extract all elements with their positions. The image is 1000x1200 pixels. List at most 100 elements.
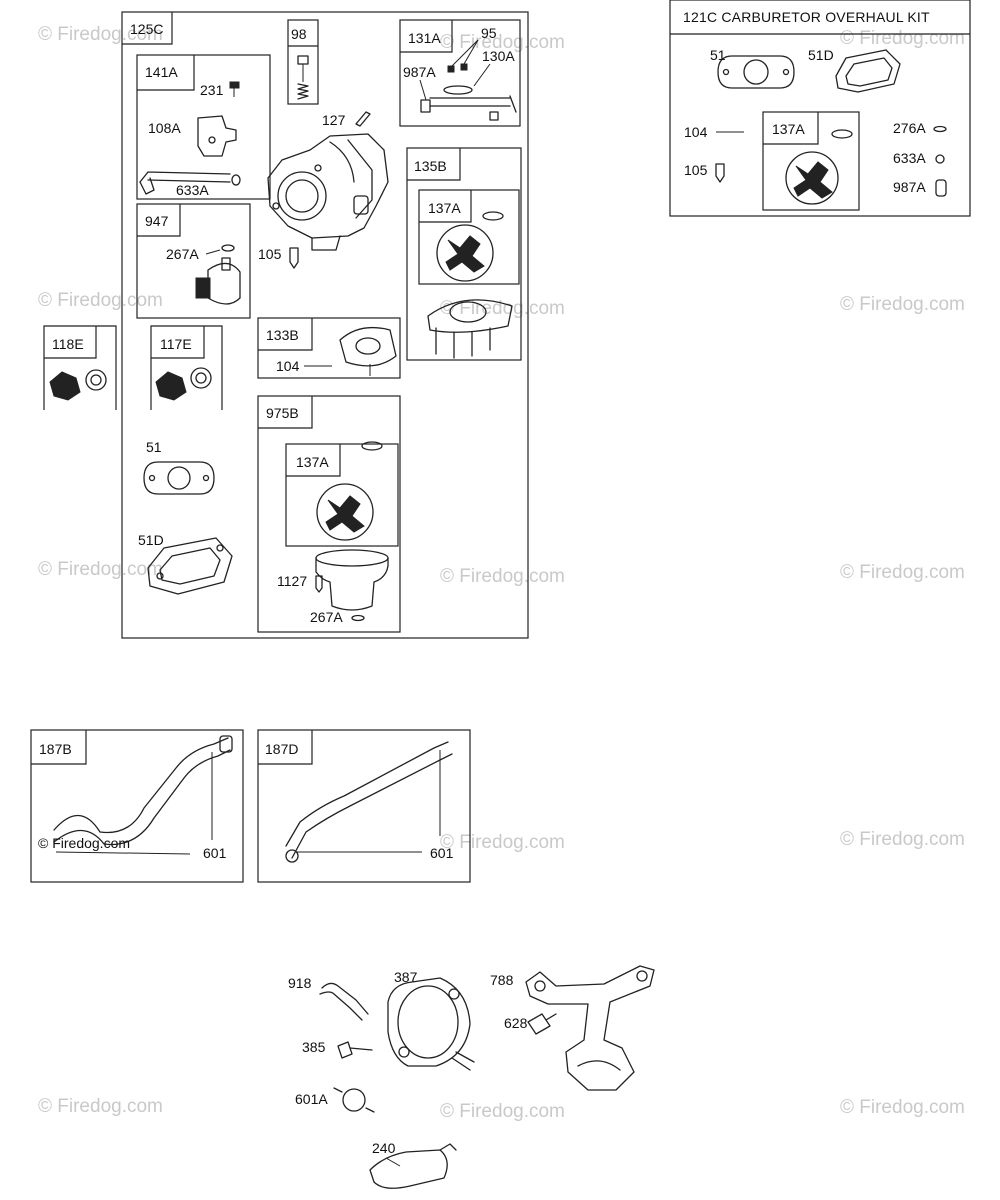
watermark: © Firedog.com [840,1097,965,1118]
group-label: 187D [265,741,298,757]
watermark: © Firedog.com [440,1101,565,1122]
group-118E-frame [43,325,117,410]
group-125C-frame [121,11,529,639]
part-label: 130A [482,48,515,64]
fuel-filter-icon [369,1143,457,1189]
shaft-icon [139,171,231,183]
watermark: © Firedog.com [840,28,965,49]
hose-icon [319,982,369,1021]
group-125C: 125C 141A 231 108A 633A 947 267A [121,11,529,639]
group-141A: 141A 231 108A 633A [136,54,271,200]
part-label: 987A [893,179,926,195]
part-label: 987A [403,64,436,80]
label-tab [419,190,472,223]
group-label: 135B [414,158,447,174]
jet-icon [155,367,212,401]
plate-icon [443,85,473,95]
group-947-frame [136,203,251,319]
jet-icon [49,369,107,401]
gasket-icon [143,461,215,495]
group-118E: 118E [43,325,117,410]
part-label: 633A [893,150,926,166]
leader-line [55,851,191,855]
group-131A-frame [399,19,521,127]
fuel-line-icon [285,741,453,863]
part-label: 231 [200,82,224,98]
group-label: 137A [772,121,805,137]
part-label: 385 [302,1039,326,1055]
part-label: 1127 [277,573,307,589]
oring-icon [933,125,947,133]
part-label: 95 [481,25,497,41]
clamp-icon [333,1087,375,1113]
watermark: © Firedog.com [38,290,163,311]
bushing-icon [935,179,947,197]
screw-icon [460,63,468,71]
inlet-needle-icon [715,163,725,183]
part-label: 633A [176,182,209,198]
label-tab [286,444,341,477]
group-975B-frame [257,395,401,633]
part-label: 51 [146,439,162,455]
watermark: © Firedog.com [440,566,565,587]
group-117E: 117E [150,325,223,410]
part-label: 601 [430,845,454,861]
part-label: 267A [310,609,343,625]
carburetor-body-icon: 127 [267,111,389,251]
group-98-frame [287,19,319,105]
part-label: 104 [684,124,708,140]
part-label: 240 [372,1140,396,1156]
group-187D-frame [257,729,471,883]
watermark: © Firedog.com [840,829,965,850]
group-947: 947 267A [136,203,251,319]
group-label: 131A [408,30,441,46]
group-98: 98 [287,19,319,105]
group-137A-frame [285,443,399,547]
group-label: 141A [145,64,178,80]
label-tab [258,318,313,351]
watermark: © Firedog.com [38,835,130,851]
throttle-plate-icon [197,115,237,157]
group-label: 947 [145,213,169,229]
group-187D: 187D 601 [257,729,471,883]
float-bowl-gasket-icon [436,224,494,282]
float-icon [339,326,397,376]
group-117E-frame [150,325,223,410]
float-bowl-gasket-icon [316,483,374,541]
label-tab [137,204,181,237]
group-135B-frame [406,147,522,361]
group-label: 137A [428,200,461,216]
hole-icon [208,136,216,144]
group-label: 118E [52,336,84,352]
group-label: 975B [266,405,299,421]
gasket-icon [835,49,901,93]
shaft-arm-icon [139,177,155,195]
gasket-icon [831,129,853,139]
part-label: 105 [684,162,708,178]
solenoid-icon [195,257,241,305]
watermark: © Firedog.com [38,24,163,45]
watermark: © Firedog.com [840,294,965,315]
label-tab [763,112,819,145]
watermark: © Firedog.com [38,1096,163,1117]
gasket-icon [147,537,233,595]
watermark: © Firedog.com [38,559,163,580]
group-187B-frame [30,729,244,883]
label-tab [258,396,313,429]
leader-line [463,39,479,65]
part-label: 601 [203,845,227,861]
gasket-icon [361,441,383,451]
oring-icon [221,244,235,252]
gasket-icon [482,211,504,221]
group-label: 187B [39,741,72,757]
watermarks: © Firedog.com © Firedog.com © Firedog.co… [38,24,965,1122]
inlet-needle-icon [289,247,299,269]
bolt-icon [315,575,323,593]
label-tab [31,730,87,765]
fuel-pump-icon [387,977,475,1071]
part-label: 267A [166,246,199,262]
part-label: 127 [322,112,346,128]
group-187B: 187B 601 © Firedog.com [30,729,244,883]
watermark: © Firedog.com [440,832,565,853]
bracket-icon [525,965,655,1091]
